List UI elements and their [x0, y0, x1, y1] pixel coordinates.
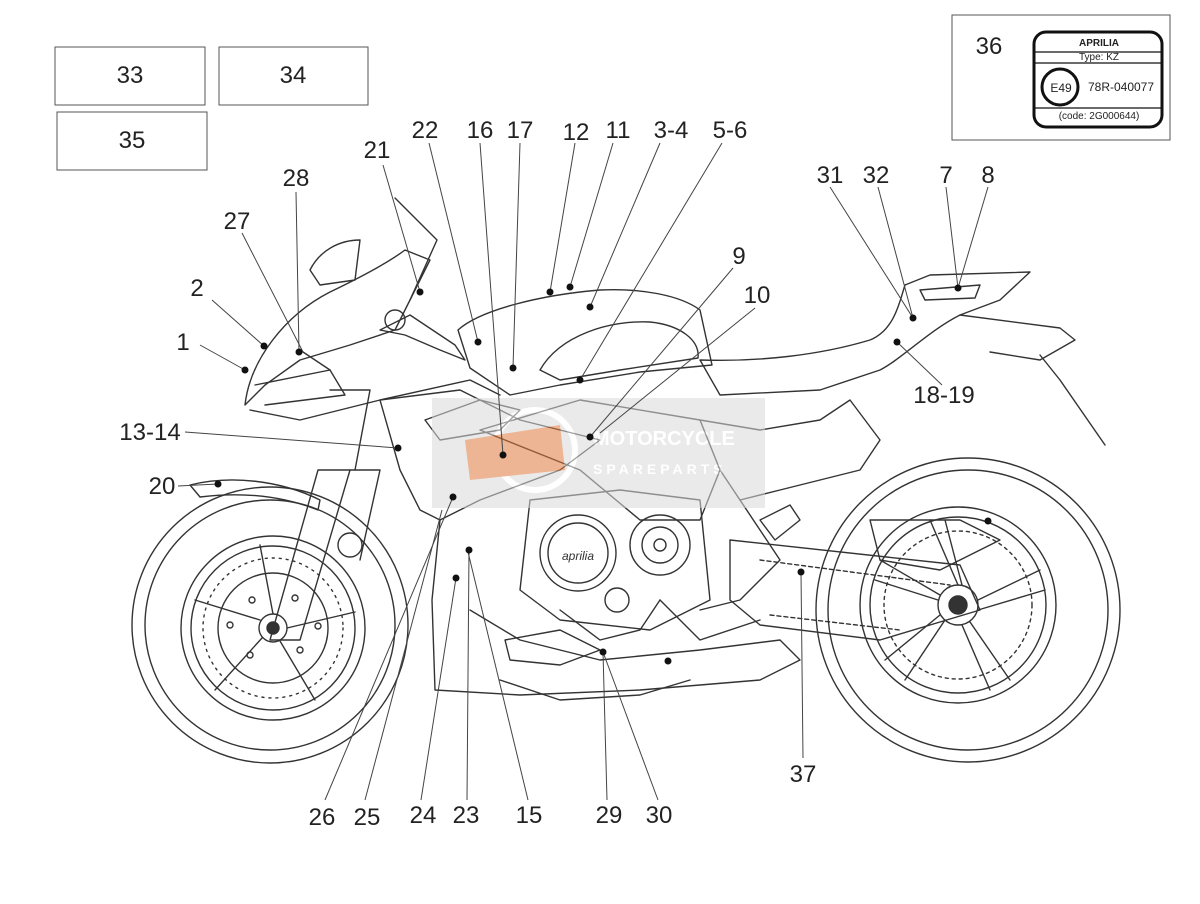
plate-type: Type: KZ — [1079, 52, 1119, 63]
front-fork — [269, 389, 381, 641]
leader-lines — [177, 142, 989, 801]
callout-9: 9 — [732, 243, 745, 270]
plate-e-mark: E49 — [1050, 81, 1072, 95]
watermark-line2: SPAREPARTS — [593, 461, 727, 477]
callout-29: 29 — [596, 802, 623, 829]
fuel-tank — [457, 288, 713, 396]
callout-5-6: 5-6 — [713, 117, 748, 144]
callout-labels: 1 2 27 28 21 22 16 17 12 11 3-4 5-6 9 10… — [119, 117, 994, 831]
front-fender — [189, 479, 321, 511]
rear-set — [759, 504, 801, 541]
swingarm — [729, 519, 1001, 641]
box-34-label: 34 — [280, 62, 307, 89]
callout-30: 30 — [646, 802, 673, 829]
callout-22: 22 — [412, 117, 439, 144]
callout-31: 31 — [817, 162, 844, 189]
box-36-label: 36 — [976, 33, 1003, 60]
callout-10: 10 — [744, 282, 771, 309]
callout-16: 16 — [467, 117, 494, 144]
callout-23: 23 — [453, 802, 480, 829]
decal-box-35: 35 — [56, 111, 208, 171]
callout-2: 2 — [190, 275, 203, 302]
callout-3-4: 3-4 — [654, 117, 689, 144]
callout-18-19: 18-19 — [913, 382, 974, 409]
rear-wheel — [815, 457, 1121, 763]
callout-12: 12 — [563, 119, 590, 146]
callout-26: 26 — [309, 804, 336, 831]
callout-27: 27 — [224, 208, 251, 235]
plate-code: (code: 2G000644) — [1059, 111, 1140, 122]
front-wheel — [131, 486, 409, 764]
engine — [519, 489, 711, 641]
decal-box-33: 33 — [54, 46, 206, 106]
watermark: MOTORCYCLE SPAREPARTS — [432, 398, 765, 508]
callout-15: 15 — [516, 802, 543, 829]
watermark-line1: MOTORCYCLE — [593, 428, 735, 450]
callout-7: 7 — [939, 162, 952, 189]
callout-24: 24 — [410, 802, 437, 829]
box-33-label: 33 — [117, 62, 144, 89]
motorcycle-drawing — [131, 197, 1121, 764]
callout-1: 1 — [176, 329, 189, 356]
plate-approval-number: 78R-040077 — [1088, 80, 1154, 94]
handlebar — [379, 314, 466, 361]
callout-8: 8 — [981, 162, 994, 189]
callout-28: 28 — [283, 165, 310, 192]
callout-21: 21 — [364, 137, 391, 164]
callout-20: 20 — [149, 473, 176, 500]
type-plate-box: 36 APRILIA Type: KZ E49 78R-040077 (code… — [951, 14, 1171, 141]
front-fairing — [244, 197, 501, 421]
decal-points — [214, 283, 992, 665]
belly-exhaust — [504, 629, 601, 666]
engine-logo: aprilia — [562, 549, 594, 563]
box-35-label: 35 — [119, 127, 146, 154]
decal-box-34: 34 — [218, 46, 369, 106]
callout-17: 17 — [507, 117, 534, 144]
callout-11: 11 — [606, 117, 631, 144]
plate-brand: APRILIA — [1079, 38, 1119, 49]
callout-32: 32 — [863, 162, 890, 189]
callout-37: 37 — [790, 761, 817, 788]
e-mark-circle — [1040, 67, 1080, 107]
callout-13-14: 13-14 — [119, 419, 180, 446]
callout-25: 25 — [354, 804, 381, 831]
